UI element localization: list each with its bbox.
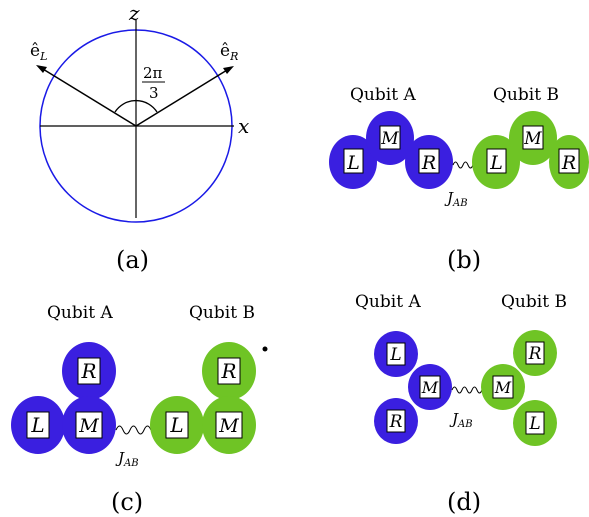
node-a-r-label: R (80, 359, 96, 383)
qubit-a-label: Qubit A (355, 292, 421, 312)
coupling-spring (115, 425, 152, 435)
qubit-b-label: Qubit B (493, 85, 559, 105)
angle-arc (114, 99, 158, 113)
node-a-l-label: L (389, 345, 401, 365)
coupling-label: JAB (444, 189, 468, 209)
qubit-a-group: R L M (11, 342, 116, 454)
node-b-r-label: R (561, 152, 576, 174)
panel-c: Qubit A Qubit B R L M JAB R L M (11, 303, 268, 516)
angle-denominator: 3 (149, 84, 159, 102)
qubit-b-group: R L M (150, 342, 256, 454)
node-a-m-label: M (421, 378, 439, 397)
qubit-a-group: L M R (374, 331, 452, 444)
caption-d: (d) (447, 488, 481, 516)
caption-c: (c) (111, 488, 143, 516)
coupling-label: JAB (449, 410, 473, 430)
node-a-l-label: L (346, 152, 360, 174)
z-axis-label: z (128, 1, 140, 25)
qubit-a-label: Qubit A (47, 303, 113, 323)
qubit-a-label: Qubit A (350, 85, 416, 105)
node-b-r-label: R (528, 344, 542, 364)
qubit-b-group: R M L (481, 330, 557, 446)
qubit-b-label: Qubit B (501, 292, 567, 312)
node-a-l-label: L (30, 413, 44, 437)
node-b-r-label: R (220, 359, 236, 383)
x-axis-label: x (238, 114, 249, 138)
panel-a: z x êL êR 2π 3 (a) (30, 1, 249, 274)
coupling-spring (451, 386, 483, 394)
vector-e-left (37, 65, 137, 127)
vector-e-right-label: êR (220, 41, 238, 63)
vector-e-left-label: êL (30, 41, 47, 63)
vector-e-right (135, 66, 233, 127)
node-a-m-label: M (380, 129, 399, 149)
node-b-m-label: M (218, 415, 239, 437)
node-a-r-label: R (389, 412, 403, 432)
node-b-l-label: L (489, 152, 503, 174)
panel-b: Qubit A Qubit B L M R JAB L M R (b) (329, 85, 589, 274)
node-a-r-label: R (421, 152, 436, 174)
node-b-m-label: M (494, 378, 512, 397)
node-b-l-label: L (169, 413, 183, 437)
coupling-label: JAB (115, 449, 139, 469)
caption-b: (b) (447, 246, 481, 274)
qubit-b-label: Qubit B (189, 303, 255, 323)
qubit-b-group: L M R (472, 111, 589, 189)
panel-d: Qubit A Qubit B L M R JAB R M L (d) (355, 292, 567, 516)
node-b-m-label: M (523, 129, 542, 149)
caption-a: (a) (116, 246, 149, 274)
dot-marker (262, 346, 268, 352)
qubit-a-group: L M R (329, 111, 453, 189)
node-b-l-label: L (528, 414, 540, 434)
angle-numerator: 2π (143, 64, 163, 82)
vector-e-left-arrowhead (36, 65, 47, 73)
node-a-m-label: M (78, 415, 99, 437)
vector-e-right-arrowhead (223, 66, 234, 74)
